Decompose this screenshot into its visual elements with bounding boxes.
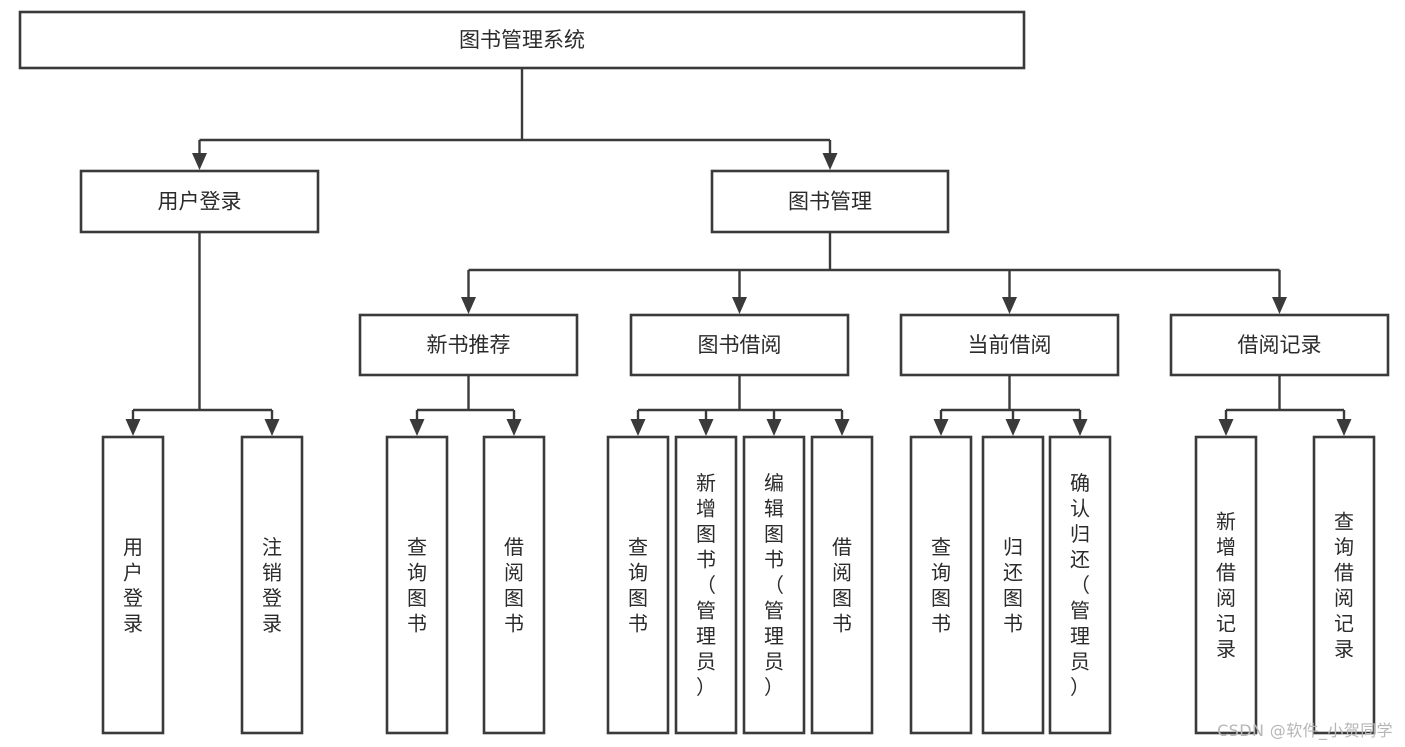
node-label-root: 图书管理系统 xyxy=(459,28,585,52)
node-leaf-add-borrow-record[interactable]: 新增借阅记录 xyxy=(1194,435,1258,735)
arrow-head-leaf-query-book-current xyxy=(933,419,949,436)
node-book-borrow[interactable]: 图书借阅 xyxy=(629,313,850,377)
node-book-management[interactable]: 图书管理 xyxy=(710,169,950,234)
arrow-head-book-management xyxy=(822,153,838,170)
arrow-head-leaf-borrow-book-recommend xyxy=(506,419,522,436)
arrow-head-leaf-return-book xyxy=(1005,419,1021,436)
node-layer: 图书管理系统用户登录图书管理新书推荐图书借阅当前借阅借阅记录用户登录注销登录查询… xyxy=(18,10,1390,735)
arrow-head-leaf-query-book-borrow xyxy=(630,419,646,436)
node-label-leaf-query-book-current: 查询图书 xyxy=(931,535,951,636)
node-box-leaf-add-borrow-record[interactable] xyxy=(1194,435,1258,735)
node-box-current-borrow[interactable] xyxy=(899,313,1120,377)
node-box-leaf-logout[interactable] xyxy=(240,435,304,735)
node-label-leaf-user-login: 用户登录 xyxy=(123,535,143,636)
node-box-borrow-records[interactable] xyxy=(1169,313,1390,377)
arrow-head-borrow-records xyxy=(1272,297,1287,314)
node-leaf-borrow-book-recommend[interactable]: 借阅图书 xyxy=(482,435,546,735)
arrow-head-leaf-borrow-book xyxy=(834,419,850,436)
arrow-head-new-book-recommend xyxy=(461,297,476,314)
node-box-book-borrow[interactable] xyxy=(629,313,850,377)
arrow-head-leaf-user-login xyxy=(125,419,141,436)
node-box-user-login[interactable] xyxy=(79,169,320,234)
node-label-leaf-query-book-recommend: 查询图书 xyxy=(407,535,427,636)
node-label-leaf-borrow-book-recommend: 借阅图书 xyxy=(504,535,524,636)
node-label-borrow-records: 借阅记录 xyxy=(1238,333,1322,357)
arrow-head-leaf-query-borrow-record xyxy=(1336,419,1352,436)
node-leaf-confirm-return[interactable]: 确认归还（管理员） xyxy=(1048,435,1112,735)
node-label-leaf-query-borrow-record: 查询借阅记录 xyxy=(1334,509,1354,661)
node-borrow-records[interactable]: 借阅记录 xyxy=(1169,313,1390,377)
arrow-head-leaf-confirm-return xyxy=(1072,419,1088,436)
node-new-book-recommend[interactable]: 新书推荐 xyxy=(358,313,579,377)
node-label-leaf-edit-book: 编辑图书（管理员） xyxy=(764,471,784,699)
node-box-leaf-query-book-current[interactable] xyxy=(909,435,973,735)
node-leaf-borrow-book[interactable]: 借阅图书 xyxy=(810,435,874,735)
node-leaf-query-book-recommend[interactable]: 查询图书 xyxy=(385,435,449,735)
node-user-login[interactable]: 用户登录 xyxy=(79,169,320,234)
arrow-head-current-borrow xyxy=(1002,297,1017,314)
node-current-borrow[interactable]: 当前借阅 xyxy=(899,313,1120,377)
arrow-head-leaf-add-borrow-record xyxy=(1218,419,1234,436)
node-label-current-borrow: 当前借阅 xyxy=(968,333,1052,357)
node-leaf-add-book[interactable]: 新增图书（管理员） xyxy=(674,435,738,735)
node-label-leaf-confirm-return: 确认归还（管理员） xyxy=(1070,471,1090,699)
node-box-leaf-borrow-book[interactable] xyxy=(810,435,874,735)
node-box-leaf-borrow-book-recommend[interactable] xyxy=(482,435,546,735)
node-leaf-query-book-borrow[interactable]: 查询图书 xyxy=(606,435,670,735)
node-box-leaf-add-book[interactable] xyxy=(674,435,738,735)
node-box-leaf-query-book-recommend[interactable] xyxy=(385,435,449,735)
node-label-leaf-return-book: 归还图书 xyxy=(1003,535,1023,636)
node-label-leaf-borrow-book: 借阅图书 xyxy=(832,535,852,636)
node-box-root[interactable] xyxy=(18,10,1026,70)
node-leaf-query-borrow-record[interactable]: 查询借阅记录 xyxy=(1312,435,1376,735)
node-label-new-book-recommend: 新书推荐 xyxy=(427,333,511,357)
node-box-leaf-user-login[interactable] xyxy=(101,435,165,735)
arrow-head-leaf-edit-book xyxy=(766,419,782,436)
node-leaf-edit-book[interactable]: 编辑图书（管理员） xyxy=(742,435,806,735)
node-box-leaf-confirm-return[interactable] xyxy=(1048,435,1112,735)
node-box-leaf-edit-book[interactable] xyxy=(742,435,806,735)
csdn-watermark: CSDN @软件_小贺同学 xyxy=(1217,721,1393,740)
node-label-book-management: 图书管理 xyxy=(788,190,872,214)
node-box-leaf-query-book-borrow[interactable] xyxy=(606,435,670,735)
node-label-leaf-logout: 注销登录 xyxy=(262,535,282,636)
connector-layer xyxy=(125,68,1352,436)
node-box-new-book-recommend[interactable] xyxy=(358,313,579,377)
node-box-leaf-return-book[interactable] xyxy=(981,435,1045,735)
node-label-user-login: 用户登录 xyxy=(158,190,242,214)
node-box-leaf-query-borrow-record[interactable] xyxy=(1312,435,1376,735)
node-leaf-return-book[interactable]: 归还图书 xyxy=(981,435,1045,735)
arrow-head-user-login xyxy=(192,153,207,170)
arrow-head-leaf-add-book xyxy=(698,419,714,436)
node-label-book-borrow: 图书借阅 xyxy=(698,333,782,357)
node-leaf-user-login[interactable]: 用户登录 xyxy=(101,435,165,735)
node-box-book-management[interactable] xyxy=(710,169,950,234)
node-label-leaf-add-borrow-record: 新增借阅记录 xyxy=(1216,509,1236,661)
node-label-leaf-query-book-borrow: 查询图书 xyxy=(628,535,648,636)
arrow-head-leaf-logout xyxy=(264,419,280,436)
node-label-leaf-add-book: 新增图书（管理员） xyxy=(696,471,716,699)
arrow-head-book-borrow xyxy=(732,297,747,314)
node-leaf-query-book-current[interactable]: 查询图书 xyxy=(909,435,973,735)
node-leaf-logout[interactable]: 注销登录 xyxy=(240,435,304,735)
arrow-head-leaf-query-book-recommend xyxy=(409,419,425,436)
node-root[interactable]: 图书管理系统 xyxy=(18,10,1026,70)
